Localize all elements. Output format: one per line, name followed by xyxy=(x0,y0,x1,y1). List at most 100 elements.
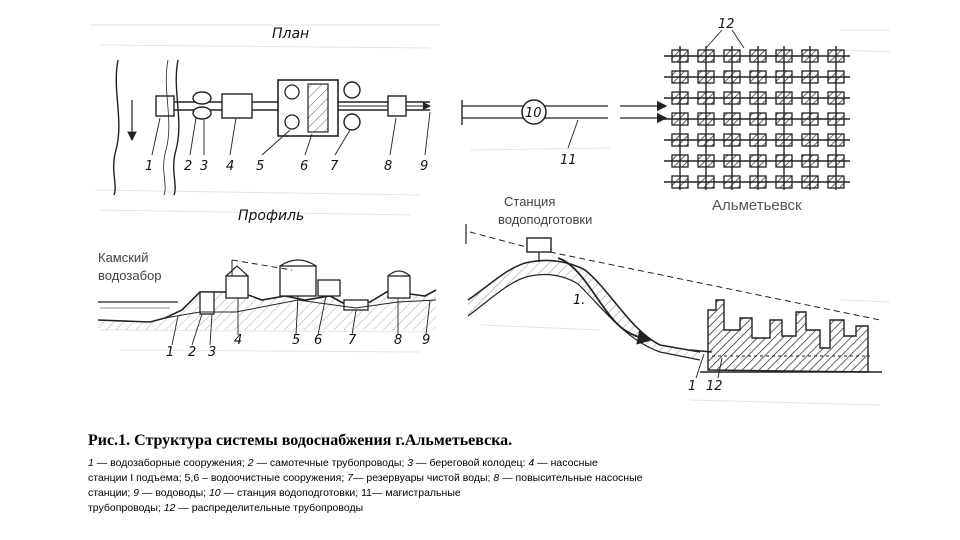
profile-label-2: 2 xyxy=(188,345,196,360)
legend-segment: — повысительные насосные xyxy=(499,472,643,484)
main-pipe-number-label: 11 xyxy=(560,153,577,168)
city-block xyxy=(671,70,689,84)
city-block xyxy=(697,49,715,63)
intake-label-line2: водозабор xyxy=(98,268,161,283)
city-block xyxy=(697,133,715,147)
slope-number-label: 1. xyxy=(573,293,585,308)
legend-segment: станции I подъема; 5,6 – водоочистные со… xyxy=(88,472,348,484)
city-block xyxy=(723,154,741,168)
intake-label-line1: Камский xyxy=(98,250,148,265)
water-treatment-station-symbol xyxy=(521,99,547,125)
plan-title: План xyxy=(272,26,309,42)
legend-segment: — станция водоподготовки; 11— магистраль… xyxy=(220,487,461,499)
main-pipe-slope xyxy=(557,257,652,345)
legend-segment: — резервуары чистой воды; xyxy=(353,472,494,484)
shore-well xyxy=(192,91,212,105)
profile-label-6: 6 xyxy=(314,333,322,348)
city-block xyxy=(671,49,689,63)
city-block xyxy=(749,91,767,105)
legend-segment: 4 xyxy=(528,457,535,469)
city-block xyxy=(697,154,715,168)
city-block xyxy=(801,49,819,63)
city-label: Альметьевск xyxy=(712,197,802,214)
city-block xyxy=(723,175,741,189)
legend-segment: — распределительные трубопроводы xyxy=(175,502,364,514)
city-buildings-profile xyxy=(707,299,869,373)
city-block xyxy=(723,70,741,84)
legend-segment: — насосные xyxy=(534,457,598,469)
city-profile-label-12: 12 xyxy=(706,379,723,394)
legend-segment: — водозаборные сооружения; xyxy=(93,457,248,469)
city-block xyxy=(749,133,767,147)
city-block xyxy=(827,70,845,84)
city-block xyxy=(775,154,793,168)
plan-label-1: 1 xyxy=(145,159,153,174)
legend-segment: 7 xyxy=(347,472,354,484)
plan-label-9: 9 xyxy=(420,159,428,174)
profile-number-labels: 1 2 3 4 5 6 7 8 9 xyxy=(166,333,430,360)
city-block xyxy=(749,154,767,168)
caption-title: Рис.1. Структура системы водоснабжения г… xyxy=(88,432,513,449)
legend-segment: 1 xyxy=(88,457,94,469)
station-label-line1: Станция xyxy=(504,194,555,209)
city-block xyxy=(697,112,715,126)
profile-label-5: 5 xyxy=(292,333,300,348)
legend-segment: 12 xyxy=(163,502,176,514)
plan-label-3: 3 xyxy=(200,159,208,174)
plan-view: План 1 xyxy=(113,26,431,196)
station-number-label: 10 xyxy=(525,106,542,121)
city-block xyxy=(827,91,845,105)
slope-profile: Станция водоподготовки 1. 1 12 xyxy=(465,194,882,394)
city-block xyxy=(723,91,741,105)
legend-segment: 3 xyxy=(407,457,414,469)
booster-pump-station xyxy=(387,95,407,117)
city-block xyxy=(671,154,689,168)
plan-number-labels: 1 2 3 4 5 6 7 8 9 xyxy=(145,159,428,174)
city-block xyxy=(801,175,819,189)
city-distribution-grid: 12 Альметьевск xyxy=(664,17,850,214)
water-supply-scheme: План 1 xyxy=(90,17,891,406)
profile-title: Профиль xyxy=(238,208,304,224)
plan-label-8: 8 xyxy=(384,159,392,174)
city-block xyxy=(671,133,689,147)
city-block xyxy=(775,91,793,105)
slope-station-building xyxy=(526,237,552,253)
city-block xyxy=(749,70,767,84)
plan-label-6: 6 xyxy=(300,159,308,174)
city-block xyxy=(801,154,819,168)
profile-label-7: 7 xyxy=(348,333,357,348)
legend-line-1: 1 — водозаборные сооружения; 2 — самотеч… xyxy=(88,456,848,471)
city-block xyxy=(749,112,767,126)
city-profile-label-1: 1 xyxy=(688,379,696,394)
grid-number-label: 12 xyxy=(718,17,735,32)
figure-caption: Рис.1. Структура системы водоснабжения г… xyxy=(88,432,848,516)
legend-segment: — самотечные трубопроводы; xyxy=(253,457,408,469)
profile-label-9: 9 xyxy=(422,333,430,348)
caption-legend: 1 — водозаборные сооружения; 2 — самотеч… xyxy=(88,456,848,516)
city-block xyxy=(671,112,689,126)
profile-label-4: 4 xyxy=(234,333,242,348)
profile-label-8: 8 xyxy=(394,333,402,348)
city-block xyxy=(801,91,819,105)
city-block xyxy=(827,154,845,168)
legend-segment: 9 xyxy=(133,487,140,499)
city-block xyxy=(671,175,689,189)
city-block xyxy=(775,112,793,126)
city-block xyxy=(723,49,741,63)
city-block xyxy=(801,133,819,147)
city-block xyxy=(749,175,767,189)
legend-segment: 8 xyxy=(493,472,500,484)
pressure-line xyxy=(539,249,881,321)
legend-line-3: станции; 9 — водоводы; 10 — станция водо… xyxy=(88,486,848,501)
plan-label-7: 7 xyxy=(330,159,339,174)
plan-label-4: 4 xyxy=(226,159,234,174)
city-block xyxy=(697,70,715,84)
clean-water-reservoir xyxy=(343,81,361,99)
city-block xyxy=(775,70,793,84)
profile-shore-well xyxy=(199,291,215,315)
river-bank-left xyxy=(113,59,120,196)
city-block xyxy=(671,91,689,105)
city-block xyxy=(723,112,741,126)
city-block xyxy=(775,49,793,63)
city-block xyxy=(827,175,845,189)
